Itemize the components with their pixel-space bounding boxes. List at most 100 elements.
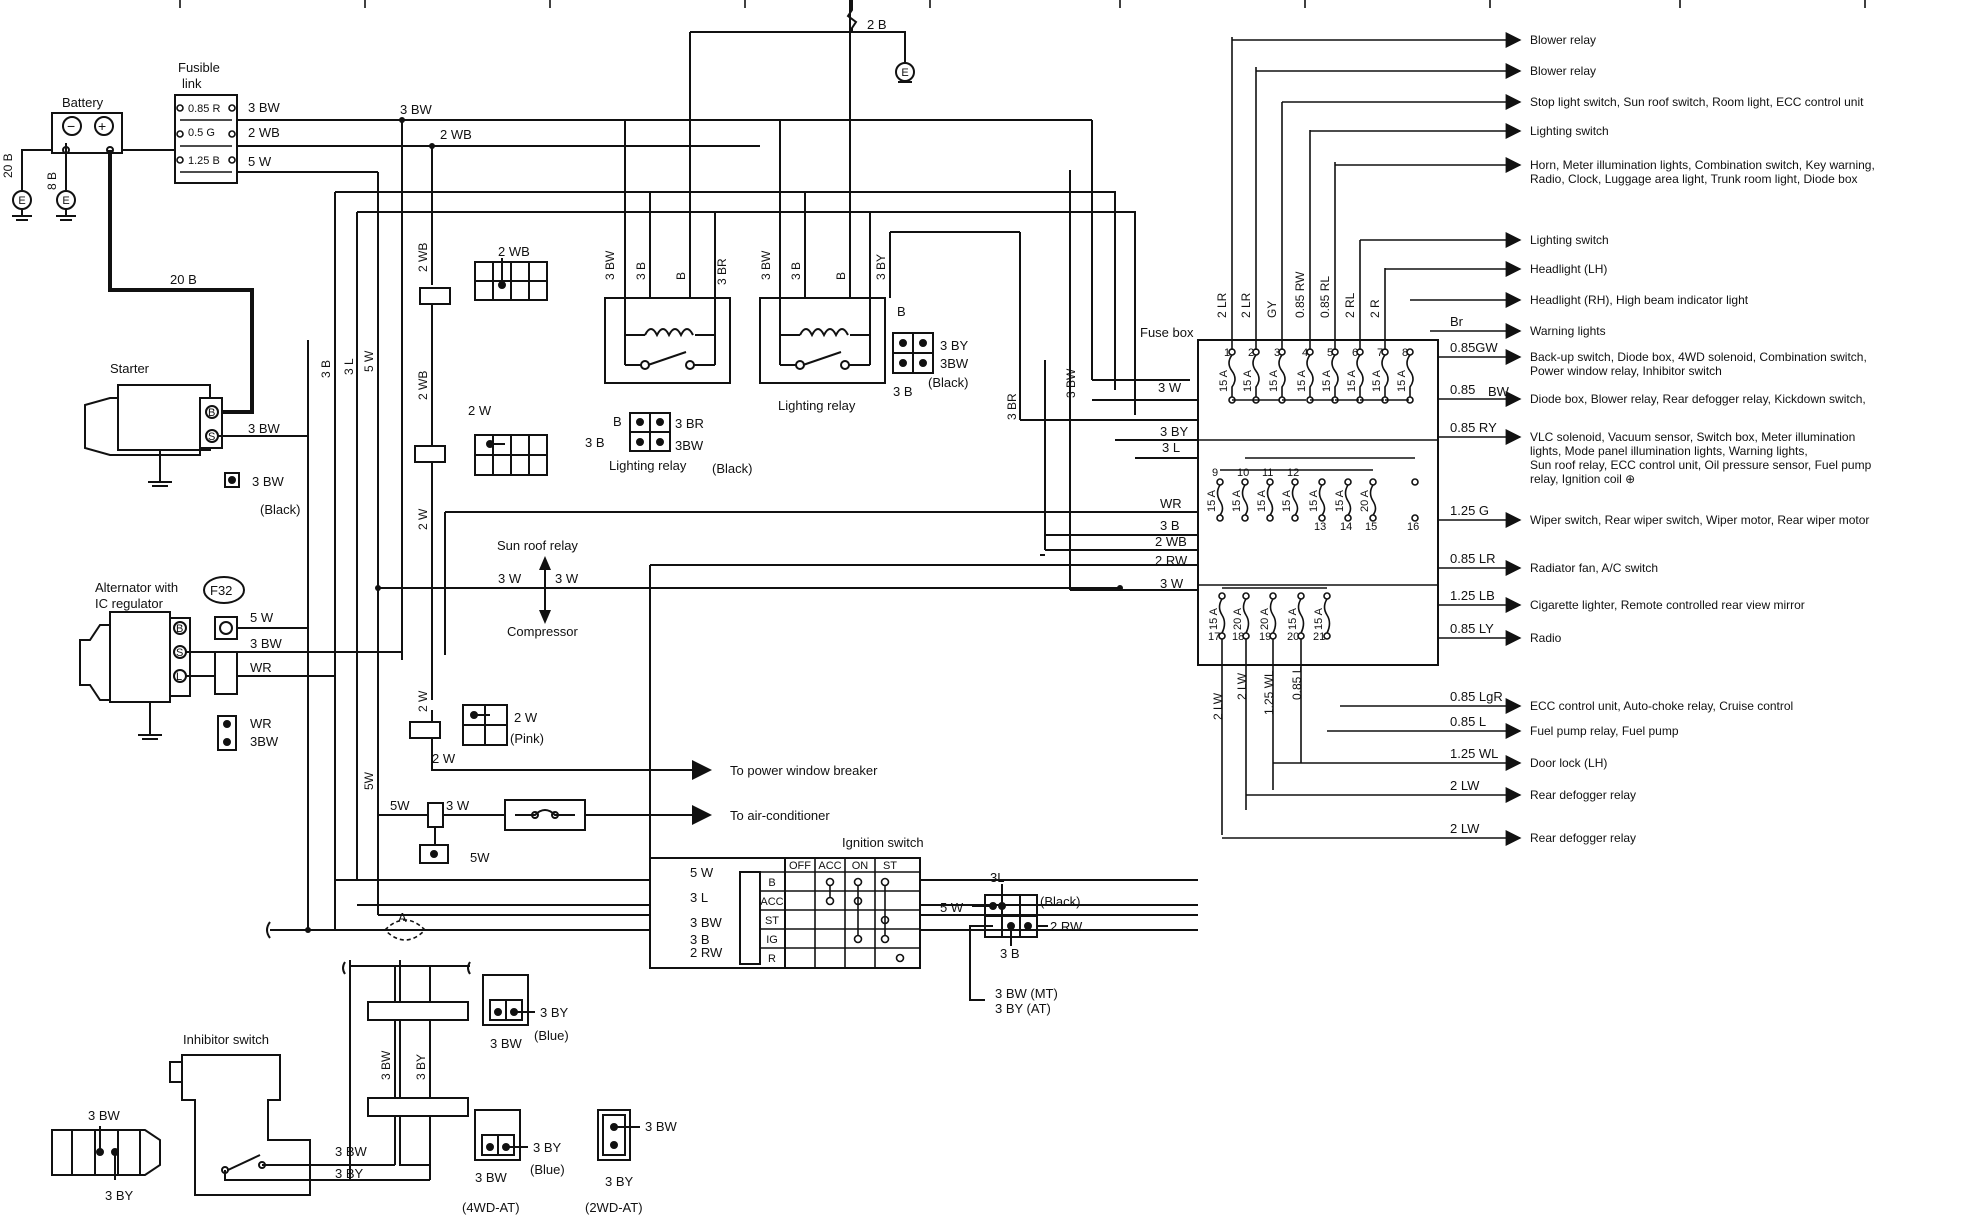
output-label: Headlight (RH), High beam indicator ligh… (1530, 293, 1749, 307)
svg-text:3 B: 3 B (789, 262, 803, 280)
svg-text:3 BW: 3 BW (603, 250, 617, 280)
svg-text:3 BY: 3 BY (335, 1166, 364, 1181)
svg-text:3 BW: 3 BW (379, 1050, 393, 1080)
fuse-rating: 15 A (1296, 369, 1308, 392)
sunroof-arrows (539, 556, 551, 624)
svg-text:3 B: 3 B (319, 360, 333, 378)
fuse-rating: 15 A (1218, 369, 1230, 392)
starter-connector (224, 472, 240, 488)
inhibitor-wires (330, 960, 471, 1181)
output-wire-label: BW (1488, 384, 1510, 399)
fuse-rating: 15 A (1334, 489, 1346, 512)
svg-text:3 BY: 3 BY (940, 338, 969, 353)
fuse-wire-label: 2 LR (1239, 292, 1253, 318)
top-break (846, 0, 858, 32)
output-label: Radio (1530, 631, 1562, 645)
svg-text:To air-conditioner: To air-conditioner (730, 808, 830, 823)
output-label: Back-up switch, Diode box, 4WD solenoid,… (1530, 350, 1867, 364)
fuse-inputs (445, 399, 1198, 536)
svg-text:WR: WR (250, 716, 272, 731)
alternator-code: F32 (203, 576, 245, 604)
svg-text:(Blue): (Blue) (530, 1162, 565, 1177)
output-wire-label: 0.85 RY (1450, 420, 1497, 435)
svg-text:3 BW: 3 BW (88, 1108, 121, 1123)
fuse-number: 6 (1352, 347, 1358, 359)
svg-text:1.25 B: 1.25 B (188, 155, 220, 167)
power-window-branch (409, 704, 700, 771)
fuse-wire-label: 2 R (1368, 299, 1382, 318)
fuse-number: 8 (1402, 347, 1408, 359)
fuse-element (1306, 354, 1314, 397)
svg-text:3L: 3L (990, 870, 1004, 885)
svg-text:B: B (176, 623, 183, 635)
fuse-number: 4 (1302, 347, 1308, 359)
output-label: relay, Ignition coil ⊕ (1530, 472, 1635, 486)
fuse-number: 9 (1212, 467, 1218, 479)
connector-2wd (597, 1109, 640, 1161)
output-label: Radio, Clock, Luggage area light, Trunk … (1530, 172, 1858, 186)
svg-text:3 BW: 3 BW (248, 100, 281, 115)
fuse-rating: 20 A (1232, 607, 1244, 630)
fuse-rating: 15 A (1346, 369, 1358, 392)
fuse-element (1381, 354, 1389, 397)
output-label: Power window relay, Inhibitor switch (1530, 364, 1722, 378)
svg-text:3 BW: 3 BW (1064, 368, 1078, 398)
svg-text:(4WD-AT): (4WD-AT) (462, 1200, 520, 1215)
fusible-title-2: link (182, 76, 202, 91)
svg-text:(Black): (Black) (928, 375, 968, 390)
alternator (79, 611, 238, 740)
fusible-title-1: Fusible (178, 60, 220, 75)
svg-text:Lighting relay: Lighting relay (609, 458, 687, 473)
ignition-wire-label: 3 B (690, 932, 710, 947)
svg-text:3 BR: 3 BR (1005, 393, 1019, 420)
output-wire-label: 0.85 LR (1450, 551, 1496, 566)
svg-text:1.25 WL: 1.25 WL (1262, 670, 1276, 715)
svg-text:3 L: 3 L (342, 358, 356, 375)
fuse-element (1323, 598, 1331, 634)
fuse-number: 2 (1248, 347, 1254, 359)
fuse-element (1356, 354, 1364, 397)
connector-stub-2w (414, 445, 446, 463)
svg-text:B: B (897, 304, 906, 319)
svg-text:3 W: 3 W (555, 571, 579, 586)
svg-text:B: B (834, 272, 848, 280)
svg-text:L: L (176, 671, 182, 683)
svg-text:3 BW: 3 BW (400, 102, 433, 117)
svg-text:2 B: 2 B (867, 17, 887, 32)
fuse-rating: 15 A (1231, 489, 1243, 512)
fuse-element (1369, 484, 1377, 516)
svg-text:Inhibitor switch: Inhibitor switch (183, 1032, 269, 1047)
svg-text:(Black): (Black) (260, 502, 300, 517)
svg-text:Sun roof relay: Sun roof relay (497, 538, 578, 553)
fuse-rating: 15 A (1256, 489, 1268, 512)
fuse-element (1331, 354, 1339, 397)
fuse-terminal (1411, 478, 1419, 486)
fuse-element (1266, 484, 1274, 516)
svg-text:3 BY: 3 BY (533, 1140, 562, 1155)
aircon-branch (378, 799, 700, 864)
relay-1 (604, 297, 731, 384)
output-label: Rear defogger relay (1530, 788, 1636, 802)
ignition-row-label: B (768, 877, 775, 889)
output-label: Radiator fan, A/C switch (1530, 561, 1658, 575)
fuse-element (1242, 598, 1250, 634)
fuse-wire-label: GY (1265, 301, 1279, 318)
svg-text:3BW: 3BW (940, 356, 969, 371)
svg-text:B: B (613, 414, 622, 429)
output-wire-label: 0.85 LgR (1450, 689, 1503, 704)
fuse-wire-label: 2 LR (1215, 292, 1229, 318)
fuse-number: 1 (1224, 347, 1230, 359)
fuse-wire-label: 0.85 RW (1293, 271, 1307, 318)
battery-ground-wire-2: 8 B (45, 172, 59, 190)
svg-text:WR: WR (250, 660, 272, 675)
svg-text:To power window breaker: To power window breaker (730, 763, 878, 778)
output-label: Blower relay (1530, 33, 1596, 47)
svg-text:3 BY: 3 BY (540, 1005, 569, 1020)
svg-text:Fuse box: Fuse box (1140, 325, 1194, 340)
svg-text:B: B (208, 407, 215, 419)
svg-text:2 LW: 2 LW (1211, 692, 1225, 720)
output-wire-label: 0.85 L (1450, 714, 1486, 729)
top-ruler (179, 0, 1866, 8)
relay-2-wires (779, 0, 906, 298)
